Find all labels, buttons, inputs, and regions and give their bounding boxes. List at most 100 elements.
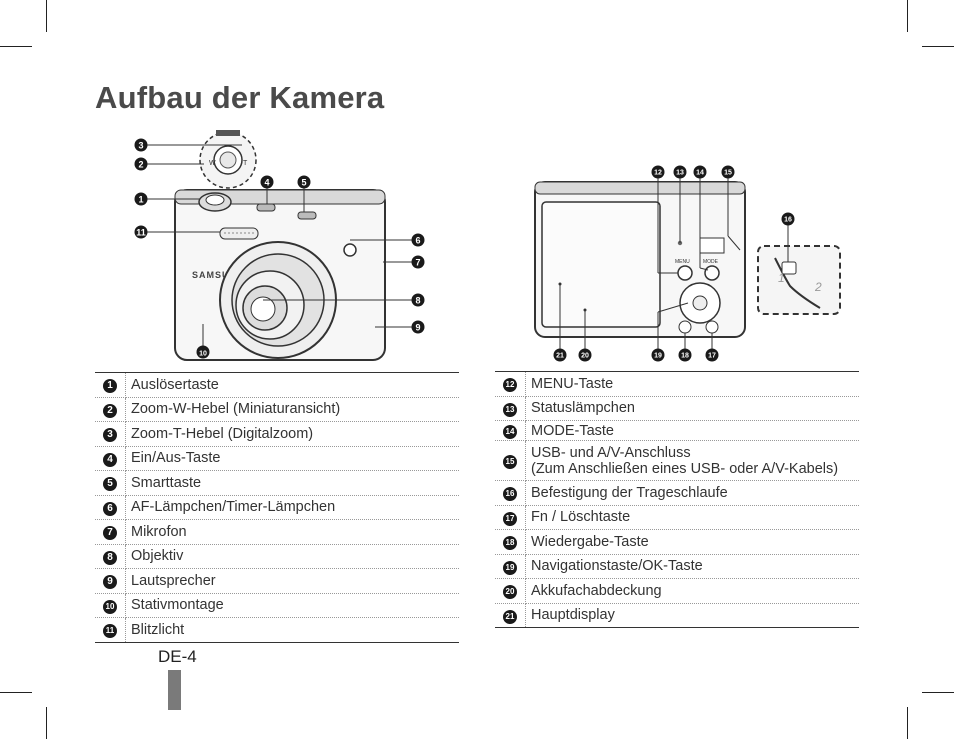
crop-mark [0, 692, 32, 693]
mode-button [704, 265, 720, 281]
callout-number: 17 [503, 511, 517, 526]
legend-label: Stativmontage [131, 597, 224, 614]
back-camera-illustration: MENU MODE 1 2 12 13 14 15 16 21 20 19 18… [534, 165, 841, 362]
callout-number: 16 [503, 487, 517, 502]
svg-text:1: 1 [138, 195, 143, 205]
legend-row: 15 USB- und A/V-Anschluss(Zum Anschließen… [495, 440, 859, 481]
page-number: DE-4 [158, 647, 197, 666]
legend-row: 1 Auslösertaste [95, 372, 459, 398]
page-title: Aufbau der Kamera [95, 80, 385, 115]
legend-label: Statuslämpchen [531, 400, 635, 417]
legend-label-cell: Fn / Löschtaste [525, 505, 859, 530]
legend-label-cell: MENU-Taste [525, 371, 859, 397]
legend-label-cell: Navigationstaste/OK-Taste [525, 554, 859, 579]
callout-number: 5 [103, 477, 117, 492]
svg-text:20: 20 [581, 353, 589, 360]
legend-label: Mikrofon [131, 523, 187, 540]
legend-label-cell: Zoom-T-Hebel (Digitalzoom) [125, 421, 459, 447]
front-callouts: 3 2 1 4 5 11 6 7 8 9 10 [134, 138, 425, 359]
svg-text:17: 17 [708, 353, 716, 360]
front-camera-illustration: W T SAMSUNG 3 2 1 4 5 11 [134, 130, 425, 361]
legend-label-cell: Auslösertaste [125, 372, 459, 398]
legend-row: 21 Hauptdisplay [495, 603, 859, 628]
legend-label-cell: USB- und A/V-Anschluss(Zum Anschließen e… [525, 440, 859, 481]
svg-text:15: 15 [724, 170, 732, 177]
svg-text:18: 18 [681, 353, 689, 360]
legend-label-cell: Wiedergabe-Taste [525, 529, 859, 555]
menu-button [677, 265, 693, 281]
legend-label: Zoom-W-Hebel (Miniaturansicht) [131, 401, 341, 418]
legend-number-cell: 21 [495, 603, 526, 628]
legend-label: Lautsprecher [131, 572, 216, 589]
legend-number-cell: 4 [95, 446, 126, 471]
legend-table-right: 12 MENU-Taste 13 Statuslämpchen 14 MODE-Taste… [495, 371, 859, 628]
legend-label-cell: Lautsprecher [125, 568, 459, 594]
legend-label-cell: Blitzlicht [125, 617, 459, 643]
legend-label: MODE-Taste [531, 422, 614, 439]
legend-number-cell: 9 [95, 568, 126, 594]
legend-label-cell: Objektiv [125, 544, 459, 569]
legend-number-cell: 6 [95, 495, 126, 520]
legend-number-cell: 11 [95, 617, 126, 643]
callout-number: 2 [103, 403, 117, 418]
legend-label-cell: Akkufachabdeckung [525, 578, 859, 604]
callout-number: 19 [503, 560, 517, 575]
legend-number-cell: 13 [495, 396, 526, 421]
callout-number: 6 [103, 501, 117, 516]
legend-number-cell: 2 [95, 397, 126, 422]
legend-row: 17 Fn / Löschtaste [495, 505, 859, 530]
legend-label-second-line: (Zum Anschließen eines USB- oder A/V-Kab… [531, 460, 839, 477]
legend-number-cell: 16 [495, 480, 526, 506]
svg-text:8: 8 [415, 296, 420, 306]
callout-number: 3 [103, 428, 117, 443]
status-lamp [677, 240, 683, 246]
dial-t-label: T [243, 160, 248, 167]
svg-text:4: 4 [264, 178, 269, 188]
legend-label: Akkufachabdeckung [531, 582, 662, 599]
svg-text:2: 2 [138, 160, 143, 170]
legend-number-cell: 18 [495, 529, 526, 555]
legend-label: Navigationstaste/OK-Taste [531, 558, 703, 575]
smart-button [297, 211, 317, 220]
legend-row: 2 Zoom-W-Hebel (Miniaturansicht) [95, 397, 459, 422]
legend-row: 10 Stativmontage [95, 593, 459, 618]
legend-label: Hauptdisplay [531, 607, 615, 624]
flash [219, 227, 259, 240]
legend-row: 13 Statuslämpchen [495, 396, 859, 421]
legend-label-cell: Zoom-W-Hebel (Miniaturansicht) [125, 397, 459, 422]
crop-mark [922, 692, 954, 693]
svg-text:14: 14 [696, 170, 704, 177]
callout-number: 20 [503, 585, 517, 600]
legend-label: Auslösertaste [131, 376, 219, 393]
legend-number-cell: 3 [95, 421, 126, 447]
svg-text:6: 6 [415, 236, 420, 246]
legend-number-cell: 20 [495, 578, 526, 604]
strap-step-2: 2 [814, 280, 822, 294]
legend-table-left: 1 Auslösertaste 2 Zoom-W-Hebel (Miniaturans… [95, 372, 459, 643]
callout-number: 15 [503, 455, 517, 469]
svg-text:11: 11 [136, 228, 146, 238]
callout-number: 1 [103, 379, 117, 394]
legend-row: 20 Akkufachabdeckung [495, 578, 859, 604]
legend-label: Fn / Löschtaste [531, 509, 631, 526]
lcd-screen [541, 201, 661, 328]
svg-text:12: 12 [654, 170, 662, 177]
callout-number: 13 [503, 402, 517, 417]
mode-text: MODE [703, 259, 719, 265]
legend-number-cell: 8 [95, 544, 126, 569]
svg-text:10: 10 [199, 351, 207, 358]
legend-label: USB- und A/V-Anschluss [531, 444, 691, 461]
legend-number-cell: 10 [95, 593, 126, 618]
legend-number-cell: 19 [495, 554, 526, 579]
legend-label-cell: Hauptdisplay [525, 603, 859, 628]
svg-text:13: 13 [676, 170, 684, 177]
callout-number: 14 [503, 425, 517, 439]
legend-number-cell: 5 [95, 470, 126, 496]
legend-label: MENU-Taste [531, 375, 614, 392]
legend-number-cell: 12 [495, 371, 526, 397]
